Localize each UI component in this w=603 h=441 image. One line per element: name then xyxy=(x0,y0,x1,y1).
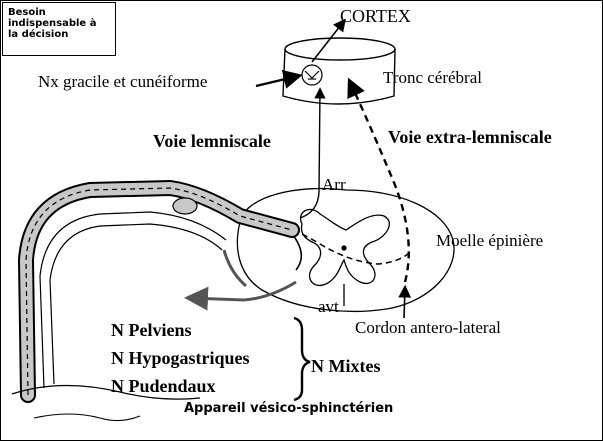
spinal-cord xyxy=(237,188,454,311)
lemniscal-pathway xyxy=(300,90,320,218)
nucleus-gracilis-symbol xyxy=(302,65,322,85)
label-n-mixtes: N Mixtes xyxy=(311,356,380,377)
bladder-inner-curve xyxy=(34,414,140,421)
label-moelle-epiniere: Moelle épinière xyxy=(436,231,543,251)
label-n-pelviens: N Pelviens xyxy=(111,320,192,341)
label-n-pudendaux: N Pudendaux xyxy=(111,376,216,397)
label-voie-extra-lemniscale: Voie extra-lemniscale xyxy=(388,127,552,148)
label-arr: Arr xyxy=(322,175,346,195)
decision-note-box: Besoin indispensable à la décision xyxy=(2,2,116,56)
extra-lemniscal-pathway xyxy=(350,82,409,282)
label-cortex: CORTEX xyxy=(340,6,411,27)
cord-crossing-dashed xyxy=(284,226,410,264)
brainstem-cylinder xyxy=(283,38,395,104)
label-cordon-antero-lateral: Cordon antero-lateral xyxy=(355,318,501,338)
label-voie-lemniscale: Voie lemniscale xyxy=(153,131,271,152)
label-appareil-vesico: Appareil vésico-sphinctérien xyxy=(184,401,393,416)
nucleus-pointer-arrow xyxy=(256,76,298,86)
label-tronc-cerebral: Tronc cérébral xyxy=(383,68,482,88)
label-n-hypogastriques: N Hypogastriques xyxy=(111,348,250,369)
cordon-pointer-arrow xyxy=(404,288,405,318)
nerves-brace xyxy=(294,318,310,400)
label-nx-gracile: Nx gracile et cunéiforme xyxy=(38,72,207,92)
label-avt: avt xyxy=(318,297,339,317)
